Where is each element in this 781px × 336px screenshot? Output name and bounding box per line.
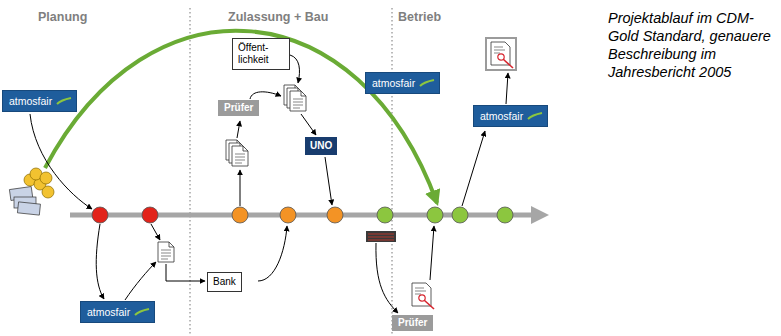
caption: Projektablauf im CDM-Gold Standard, gena… <box>608 9 776 81</box>
phase-label: Planung <box>38 10 87 24</box>
phase-divider <box>392 8 393 336</box>
node-text: Prüfer <box>398 317 427 329</box>
auditor-box: Prüfer <box>392 315 433 331</box>
certificate-frame <box>486 38 516 70</box>
phase-label: Zulassung + Bau <box>228 10 328 24</box>
phase-divider <box>190 8 191 336</box>
money-icon <box>9 168 54 215</box>
flow-arrows <box>30 55 508 313</box>
logo-swoosh-line <box>57 98 71 104</box>
logo-swoosh <box>527 111 543 121</box>
public-box: Öffent- lichkeit <box>232 38 290 70</box>
node-text: atmosfair <box>372 77 415 89</box>
bank-box: Bank <box>207 272 242 292</box>
node-text: Prüfer <box>224 102 253 114</box>
logo-swoosh <box>56 96 72 106</box>
node-text: Bank <box>213 276 236 288</box>
node-text: atmosfair <box>480 110 523 122</box>
node-text: atmosfair <box>9 95 52 107</box>
node-text: UNO <box>310 140 332 152</box>
un-box: UNO <box>305 137 337 155</box>
logo-swoosh-line <box>528 113 542 119</box>
auditor-box: Prüfer <box>218 100 259 116</box>
register-icon <box>366 231 396 242</box>
timeline-dots <box>92 207 513 223</box>
funding-arc <box>45 31 437 203</box>
atmosfair-logo: atmosfair <box>2 90 77 112</box>
certificate-icon <box>412 283 434 309</box>
logo-swoosh-line <box>420 80 434 86</box>
node-text: atmosfair <box>87 306 130 318</box>
atmosfair-logo: atmosfair <box>473 105 548 127</box>
document-stack <box>284 85 306 111</box>
logo-swoosh <box>134 307 150 317</box>
document-icon <box>158 242 174 262</box>
document-stack <box>226 140 248 166</box>
timeline-head <box>531 206 549 224</box>
atmosfair-logo: atmosfair <box>80 301 155 323</box>
logo-swoosh <box>419 78 435 88</box>
atmosfair-logo: atmosfair <box>365 72 440 94</box>
phase-label: Betrieb <box>398 10 441 24</box>
logo-swoosh-line <box>135 309 149 315</box>
node-text: Öffent- lichkeit <box>238 42 284 66</box>
